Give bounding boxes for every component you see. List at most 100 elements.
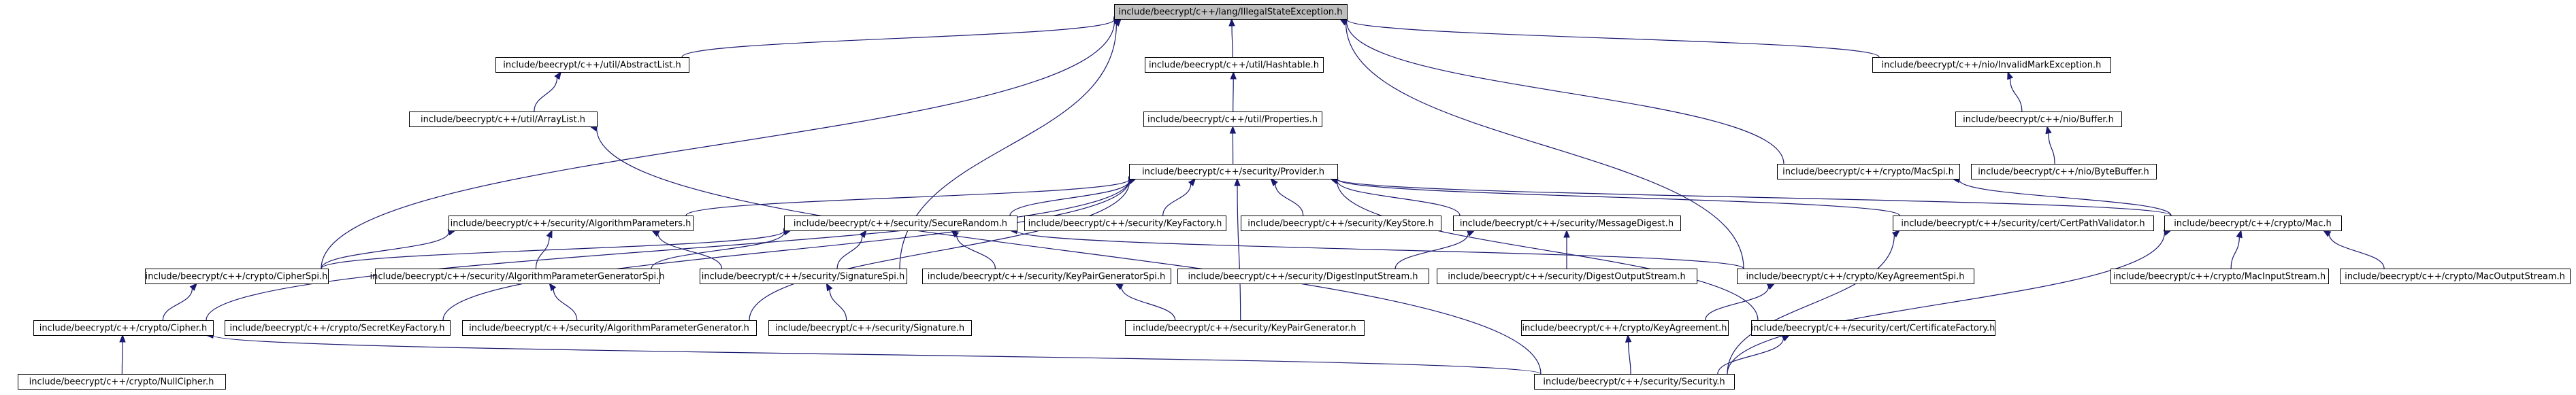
node-nio-buffer[interactable]: include/beecrypt/c++/nio/Buffer.h	[1955, 111, 2122, 127]
node-label: include/beecrypt/c++/crypto/KeyAgreement…	[1746, 272, 1964, 282]
node-label: include/beecrypt/c++/util/ArrayList.h	[421, 115, 585, 125]
edge-security-provider-to-util-properties	[1229, 125, 1237, 165]
node-security-security[interactable]: include/beecrypt/c++/security/Security.h	[1534, 374, 1735, 390]
node-label: include/beecrypt/c++/crypto/MacInputStre…	[2113, 272, 2326, 282]
node-box	[1893, 216, 2154, 231]
edge-line	[553, 288, 578, 321]
edge-security-algorithmparametergenerator-to-security-algorithmparametergeneratorspi	[549, 282, 578, 321]
edge-crypto-macoutputstream-to-crypto-mac	[2322, 230, 2385, 269]
edge-line	[1121, 287, 1176, 321]
edge-line	[899, 24, 1117, 269]
edge-security-security-to-security-cert-certpathvalidator	[1727, 230, 1901, 375]
node-security-cert-certificatefactory[interactable]: include/beecrypt/c++/security/cert/Certi…	[1751, 320, 1995, 336]
node-util-properties[interactable]: include/beecrypt/c++/util/Properties.h	[1143, 111, 1322, 127]
node-label: include/beecrypt/c++/crypto/MacOutputStr…	[2345, 272, 2565, 282]
node-crypto-cipher[interactable]: include/beecrypt/c++/crypto/Cipher.h	[33, 320, 214, 336]
edge-line	[321, 230, 785, 269]
edge-util-properties-to-util-hashtable	[1230, 71, 1237, 112]
edge-line	[1628, 341, 1631, 375]
node-label: include/beecrypt/c++/crypto/KeyAgreement…	[1522, 324, 1727, 334]
node-box	[1024, 216, 1226, 231]
node-crypto-macspi[interactable]: include/beecrypt/c++/crypto/MacSpi.h	[1777, 164, 1960, 179]
node-security-keyfactory[interactable]: include/beecrypt/c++/security/KeyFactory…	[1024, 216, 1226, 231]
node-crypto-macinputstream[interactable]: include/beecrypt/c++/crypto/MacInputStre…	[2110, 269, 2329, 284]
node-crypto-keyagreement[interactable]: include/beecrypt/c++/crypto/KeyAgreement…	[1521, 320, 1729, 336]
edge-security-security-to-crypto-keyagreement	[1625, 334, 1632, 375]
node-security-securerandom[interactable]: include/beecrypt/c++/security/SecureRand…	[784, 216, 1017, 231]
edge-security-keypairgenerator-to-security-keypairgeneratorspi	[1115, 283, 1176, 321]
node-util-hashtable[interactable]: include/beecrypt/c++/util/Hashtable.h	[1145, 57, 1324, 73]
node-security-algorithmparametergenerator[interactable]: include/beecrypt/c++/security/AlgorithmP…	[462, 320, 757, 336]
node-security-provider[interactable]: include/beecrypt/c++/security/Provider.h	[1129, 164, 1338, 179]
node-box	[1453, 216, 1681, 231]
arrowhead	[2045, 125, 2052, 135]
edge-security-keypairgeneratorspi-to-security-securerandom	[951, 230, 996, 269]
arrowhead	[1891, 230, 1901, 238]
edge-line	[1346, 21, 1784, 165]
edge-line	[1395, 233, 1469, 269]
node-security-signaturespi[interactable]: include/beecrypt/c++/security/SignatureS…	[700, 269, 907, 284]
node-security-algorithmparametergeneratorspi[interactable]: include/beecrypt/c++/security/AlgorithmP…	[370, 269, 665, 284]
edge-line	[1009, 180, 1130, 216]
edge-line	[442, 179, 1130, 321]
node-crypto-mac[interactable]: include/beecrypt/c++/crypto/Mac.h	[2164, 216, 2342, 231]
node-box	[375, 269, 660, 284]
node-security-algorithmparameters[interactable]: include/beecrypt/c++/security/AlgorithmP…	[449, 216, 694, 231]
node-util-arraylist[interactable]: include/beecrypt/c++/util/ArrayList.h	[409, 111, 598, 127]
arrowhead	[859, 229, 867, 239]
node-security-cert-certpathvalidator[interactable]: include/beecrypt/c++/security/cert/CertP…	[1893, 216, 2154, 231]
edge-security-keystore-to-security-provider	[1270, 177, 1304, 216]
edge-line	[1016, 230, 1744, 269]
node-box	[1437, 269, 1697, 284]
edge-security-keypairgenerator-to-security-provider	[1234, 177, 1241, 321]
edge-crypto-cipher-to-security-provider	[206, 176, 1137, 321]
node-nio-bytebuffer[interactable]: include/beecrypt/c++/nio/ByteBuffer.h	[1971, 164, 2157, 179]
node-security-digestoutputstream[interactable]: include/beecrypt/c++/security/DigestOutp…	[1437, 269, 1697, 284]
node-box	[1129, 164, 1338, 179]
node-label: include/beecrypt/c++/security/MessageDig…	[1460, 219, 1674, 229]
node-box	[1534, 374, 1735, 390]
node-label: include/beecrypt/c++/nio/Buffer.h	[1963, 115, 2114, 125]
node-security-messagedigest[interactable]: include/beecrypt/c++/security/MessageDig…	[1453, 216, 1681, 231]
node-security-signature[interactable]: include/beecrypt/c++/security/Signature.…	[768, 320, 972, 336]
node-lang-illegalstateexception: include/beecrypt/c++/lang/IllegalStateEx…	[1114, 4, 1348, 20]
edge-security-algorithmparametergeneratorspi-to-security-algorithmparameters	[535, 229, 553, 269]
arrowhead	[1228, 18, 1235, 27]
edge-line	[206, 179, 1130, 321]
edge-crypto-keyagreement-to-crypto-keyagreementspi	[1705, 283, 1776, 321]
node-security-keypairgenerator[interactable]: include/beecrypt/c++/security/KeyPairGen…	[1125, 320, 1365, 336]
edge-security-security-to-crypto-mac	[1727, 229, 2172, 375]
edge-line	[1727, 233, 2166, 375]
node-crypto-nullcipher[interactable]: include/beecrypt/c++/crypto/NullCipher.h	[18, 374, 226, 390]
edge-line	[829, 289, 847, 321]
node-box	[1971, 164, 2157, 179]
node-label: include/beecrypt/c++/security/DigestOutp…	[1448, 272, 1686, 282]
node-crypto-keyagreementspi[interactable]: include/beecrypt/c++/crypto/KeyAgreement…	[1737, 269, 1974, 284]
node-security-keystore[interactable]: include/beecrypt/c++/security/KeyStore.h	[1241, 216, 1441, 231]
edge-security-algorithmparametergenerator-to-security-provider	[749, 178, 1137, 321]
arrowhead	[549, 282, 557, 292]
node-box	[1521, 320, 1729, 336]
arrowhead	[1188, 177, 1196, 187]
node-security-keypairgeneratorspi[interactable]: include/beecrypt/c++/security/KeyPairGen…	[922, 269, 1171, 284]
arrowhead	[1230, 71, 1237, 80]
node-crypto-secretkeyfactory[interactable]: include/beecrypt/c++/crypto/SecretKeyFac…	[225, 320, 451, 336]
node-label: include/beecrypt/c++/security/KeyFactory…	[1028, 219, 1222, 229]
edge-line	[1275, 184, 1304, 216]
node-crypto-macoutputstream[interactable]: include/beecrypt/c++/crypto/MacOutputStr…	[2340, 269, 2571, 284]
edge-crypto-cipherspi-to-security-algorithmparameters	[321, 229, 457, 269]
node-crypto-cipherspi[interactable]: include/beecrypt/c++/crypto/CipherSpi.h	[145, 269, 329, 284]
edge-util-abstractlist-to-lang-illegalstateexception	[681, 16, 1122, 58]
node-label: include/beecrypt/c++/security/cert/CertP…	[1901, 219, 2145, 229]
node-box	[1143, 111, 1322, 127]
arrowhead	[1563, 229, 1570, 238]
node-label: include/beecrypt/c++/security/SecureRand…	[794, 219, 1007, 229]
node-nio-invalidmarkexception[interactable]: include/beecrypt/c++/nio/InvalidMarkExce…	[1872, 57, 2111, 73]
edge-crypto-keyagreementspi-to-security-securerandom	[1009, 227, 1744, 269]
edge-line	[2009, 78, 2023, 112]
edge-line	[836, 235, 863, 269]
node-security-digestinputstream[interactable]: include/beecrypt/c++/security/DigestInpu…	[1177, 269, 1429, 284]
node-label: include/beecrypt/c++/security/Signature.…	[775, 324, 964, 334]
node-util-abstractlist[interactable]: include/beecrypt/c++/util/AbstractList.h	[495, 57, 689, 73]
node-label: include/beecrypt/c++/security/cert/Certi…	[1751, 324, 1995, 334]
